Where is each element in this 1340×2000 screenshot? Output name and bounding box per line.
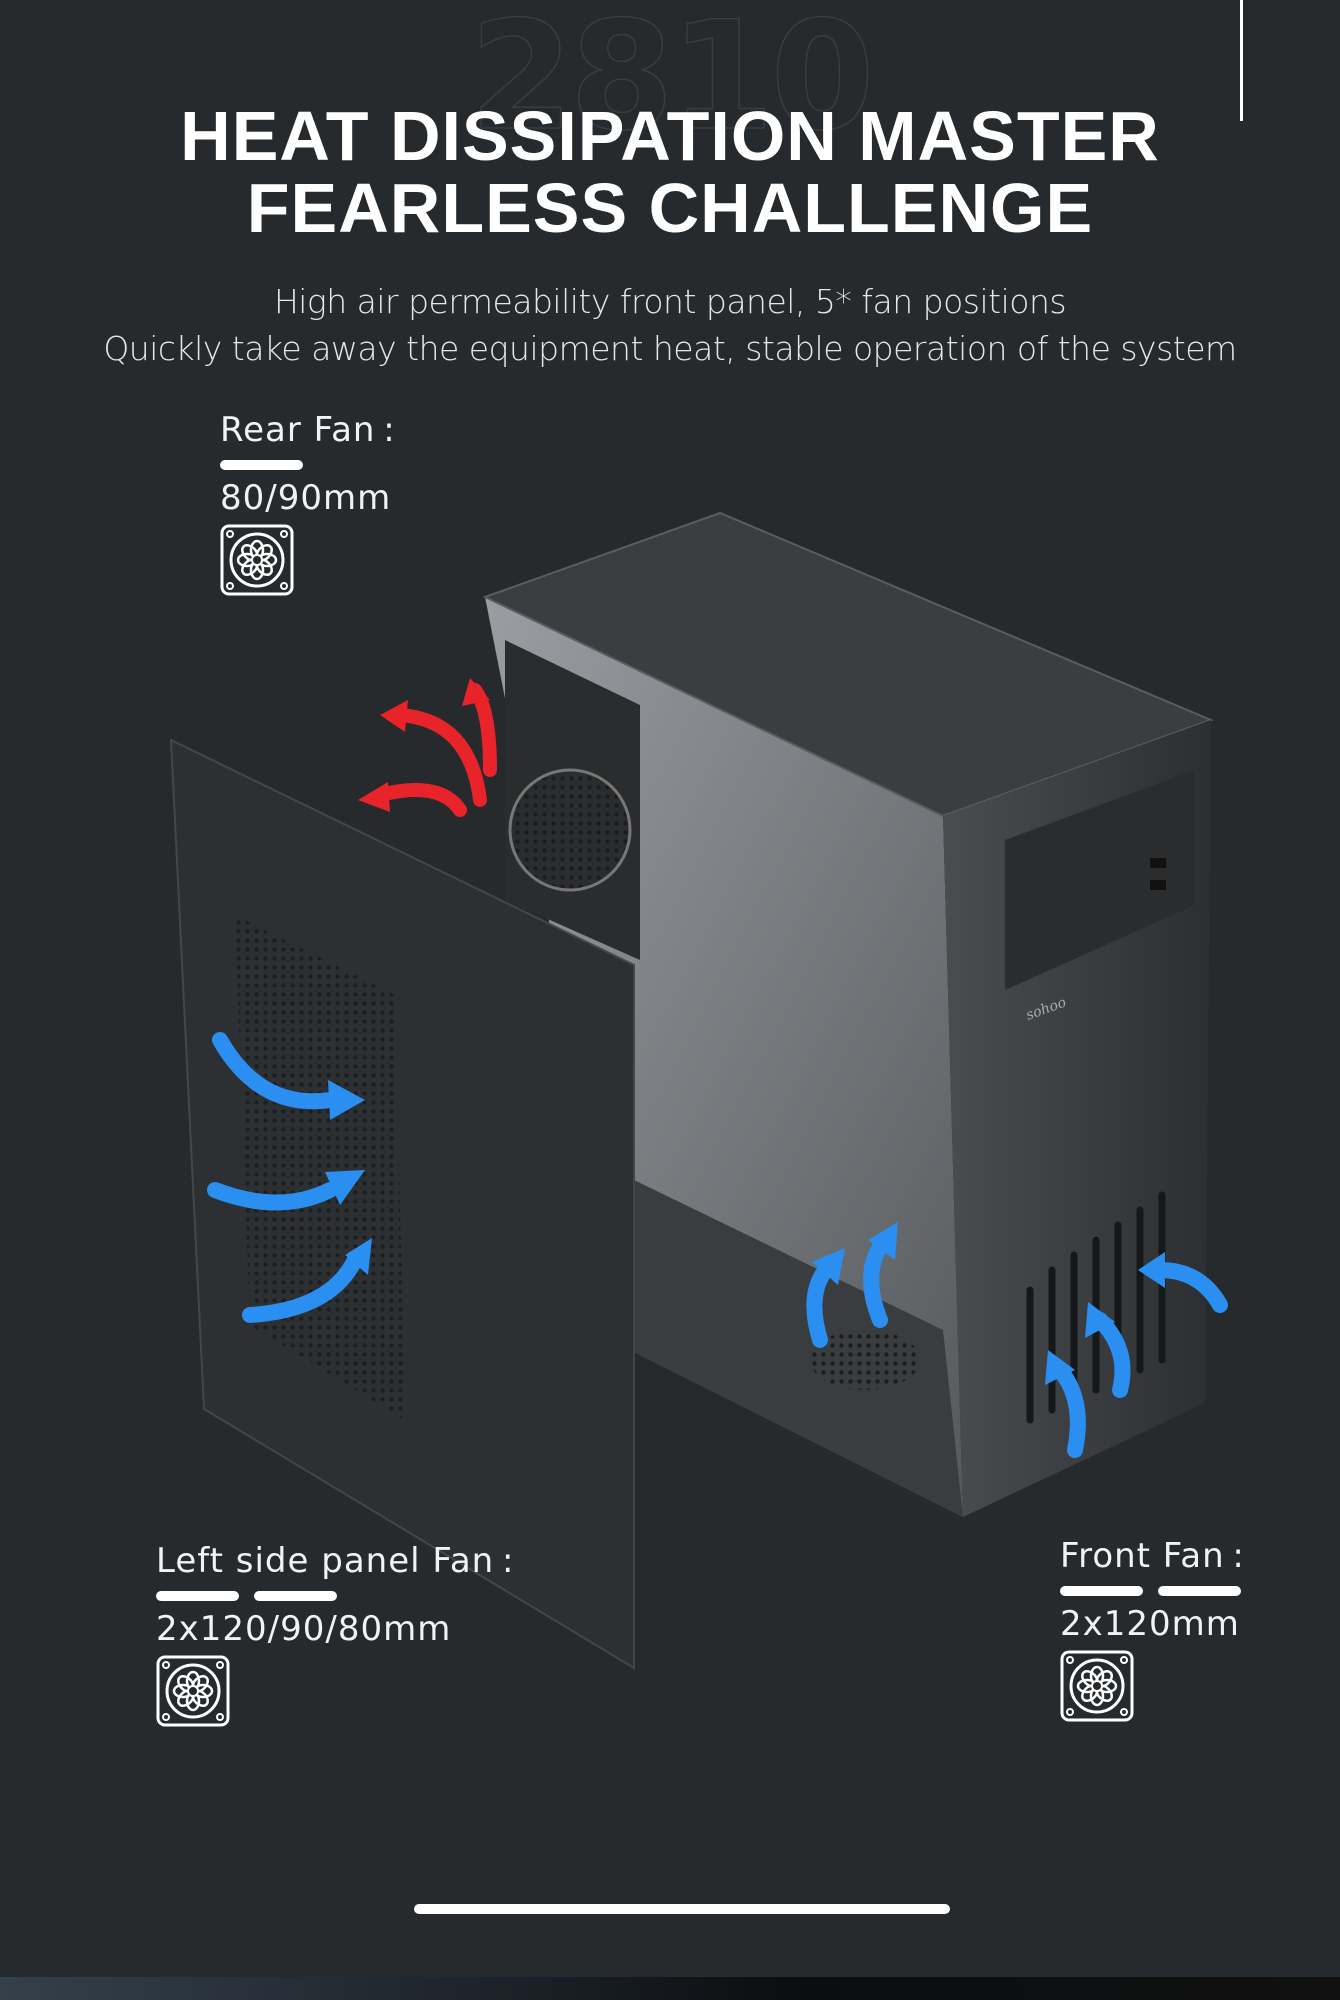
- rear-fan-callout: Rear Fan : 80/90mm: [220, 410, 396, 596]
- fan-icon: [220, 524, 294, 596]
- left-fan-label: Left side panel Fan :: [156, 1541, 515, 1581]
- subtitle-line-2: Quickly take away the equipment heat, st…: [103, 329, 1237, 368]
- next-section-preview: [0, 1977, 1340, 2000]
- left-fan-size: 2x120/90/80mm: [156, 1609, 452, 1649]
- headline-line-1: HEAT DISSIPATION MASTER: [180, 97, 1160, 175]
- headline-line-2: FEARLESS CHALLENGE: [246, 169, 1094, 247]
- front-fan-size: 2x120mm: [1060, 1604, 1240, 1644]
- fan-slot-bar: [1158, 1586, 1241, 1596]
- home-indicator[interactable]: [414, 1904, 950, 1914]
- subtitle-line-1: High air permeability front panel, 5* fa…: [273, 282, 1067, 321]
- fan-slot-bar: [156, 1591, 239, 1601]
- fan-icon: [1060, 1650, 1134, 1722]
- left-fan-callout: Left side panel Fan : 2x120/90/80mm: [156, 1541, 514, 1727]
- hot-air-arrowheads: [358, 678, 490, 812]
- rear-fan-size: 80/90mm: [220, 478, 392, 518]
- front-fan-callout: Front Fan : 2x120mm: [1060, 1536, 1245, 1722]
- rear-fan-label: Rear Fan :: [220, 410, 396, 450]
- cool-air-arrows: [207, 1032, 1228, 1458]
- headline: HEAT DISSIPATION MASTER FEARLESS CHALLEN…: [0, 100, 1340, 244]
- fan-icon: [156, 1655, 230, 1727]
- case-body: [482, 511, 1214, 1517]
- fan-slot-bar: [1060, 1586, 1143, 1596]
- front-fan-label: Front Fan :: [1060, 1536, 1245, 1576]
- fan-slot-bar: [220, 460, 303, 470]
- cool-air-arrowheads: [325, 1080, 1165, 1385]
- fan-slot-bar: [254, 1591, 337, 1601]
- divider-line: [1240, 0, 1243, 121]
- model-watermark: 2810: [469, 0, 876, 165]
- side-panel: [169, 738, 635, 1670]
